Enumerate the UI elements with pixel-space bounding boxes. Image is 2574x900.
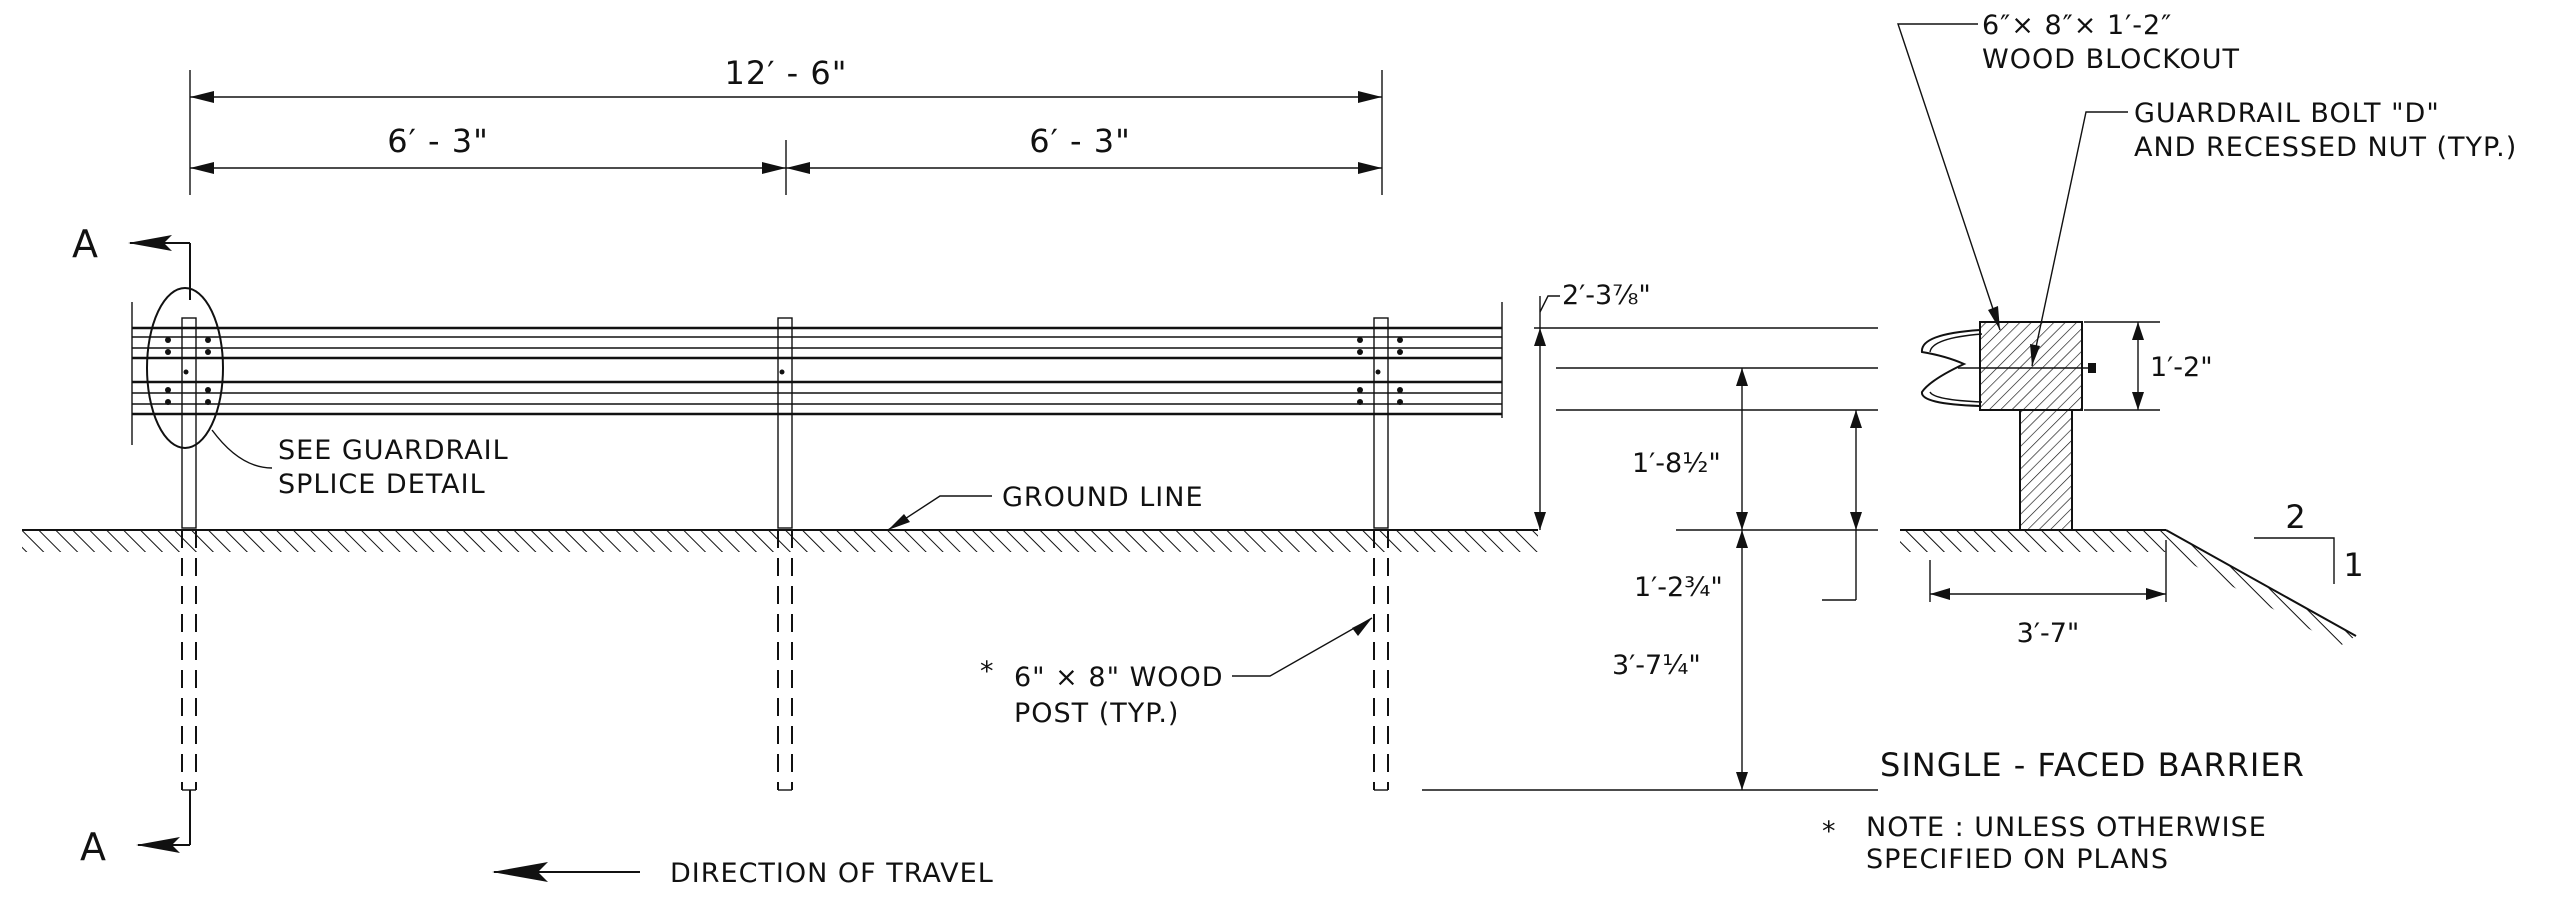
half-dimension-left: 6′ - 3" xyxy=(387,122,489,160)
post-callout: * 6" × 8" WOOD POST (TYP.) xyxy=(980,617,1373,729)
blockout-depth-label: 1′-2" xyxy=(2150,352,2213,383)
blockout-label-line2: WOOD BLOCKOUT xyxy=(1982,44,2240,75)
blockout-label-line1: 6″× 8″× 1′-2″ xyxy=(1982,10,2172,41)
overall-dimension-label: 12′ - 6" xyxy=(725,54,848,92)
ground-callout: GROUND LINE xyxy=(887,482,1204,531)
embedment-label: 3′-7¼" xyxy=(1612,650,1701,681)
slope-ratio: 2 1 xyxy=(2254,498,2364,584)
half-dimension-right: 6′ - 3" xyxy=(1029,122,1131,160)
post-callout-star: * xyxy=(980,656,995,687)
post-label-line1: 6" × 8" WOOD xyxy=(1014,662,1224,693)
note-line1: NOTE : UNLESS OTHERWISE xyxy=(1866,812,2267,843)
splice-label-line2: SPLICE DETAIL xyxy=(278,469,486,500)
bolt-label-line2: AND RECESSED NUT (TYP.) xyxy=(2134,132,2517,163)
blockout-callout: 6″× 8″× 1′-2″ WOOD BLOCKOUT xyxy=(1897,10,2240,331)
slope-run-label: 2 xyxy=(2285,498,2306,536)
slope-rise-label: 1 xyxy=(2343,546,2364,584)
overall-dimension: 12′ - 6" xyxy=(189,54,1383,195)
dim-rail-bottom: 1′-2¾" xyxy=(1556,409,1878,603)
post-middle xyxy=(777,317,793,791)
rail-height-label: 2′-3⅞" xyxy=(1562,280,1651,311)
splice-bolts-left xyxy=(165,337,211,405)
post-bolt-middle xyxy=(779,369,785,375)
splice-label-line1: SEE GUARDRAIL xyxy=(278,435,509,466)
post-label-line2: POST (TYP.) xyxy=(1014,698,1179,729)
note-star: * xyxy=(1822,816,1837,847)
dim-embedment: 3′-7¼" xyxy=(1422,529,1878,791)
post-right xyxy=(1373,317,1389,791)
dim-blockout-depth: 1′-2" xyxy=(2084,321,2213,411)
section-view xyxy=(1900,321,2357,646)
rail-bottom-label: 1′-2¾" xyxy=(1634,572,1723,603)
post-left xyxy=(181,317,197,791)
direction-label: DIRECTION OF TRAVEL xyxy=(670,858,994,889)
half-dimensions: 6′ - 3" 6′ - 3" xyxy=(190,122,1382,195)
bolt-callout: GUARDRAIL BOLT "D" AND RECESSED NUT (TYP… xyxy=(2030,98,2517,367)
note-line2: SPECIFIED ON PLANS xyxy=(1866,844,2169,875)
splice-callout: SEE GUARDRAIL SPLICE DETAIL xyxy=(146,287,509,500)
barrier-width-label: 3′-7" xyxy=(2017,618,2080,649)
w-beam-rail xyxy=(131,302,1503,445)
rail-top-label: 1′-8½" xyxy=(1632,448,1721,479)
section-a-top-label: A xyxy=(72,222,98,266)
splice-bolts-right xyxy=(1357,337,1403,405)
direction-arrow: DIRECTION OF TRAVEL xyxy=(492,858,994,889)
bolt-label-line1: GUARDRAIL BOLT "D" xyxy=(2134,98,2440,129)
note: * NOTE : UNLESS OTHERWISE SPECIFIED ON P… xyxy=(1822,812,2267,875)
ground-line-label: GROUND LINE xyxy=(1002,482,1204,513)
drawing-title: SINGLE - FACED BARRIER xyxy=(1880,746,2305,784)
dim-rail-top: 1′-8½" xyxy=(1556,367,1878,790)
section-a-bottom-label: A xyxy=(80,825,106,869)
ground-line xyxy=(22,529,1538,552)
dim-rail-height: 2′-3⅞" xyxy=(1534,280,1878,530)
section-marker-bottom: A xyxy=(80,790,191,869)
section-marker-top: A xyxy=(72,222,191,300)
dim-barrier-width: 3′-7" xyxy=(1929,540,2167,649)
